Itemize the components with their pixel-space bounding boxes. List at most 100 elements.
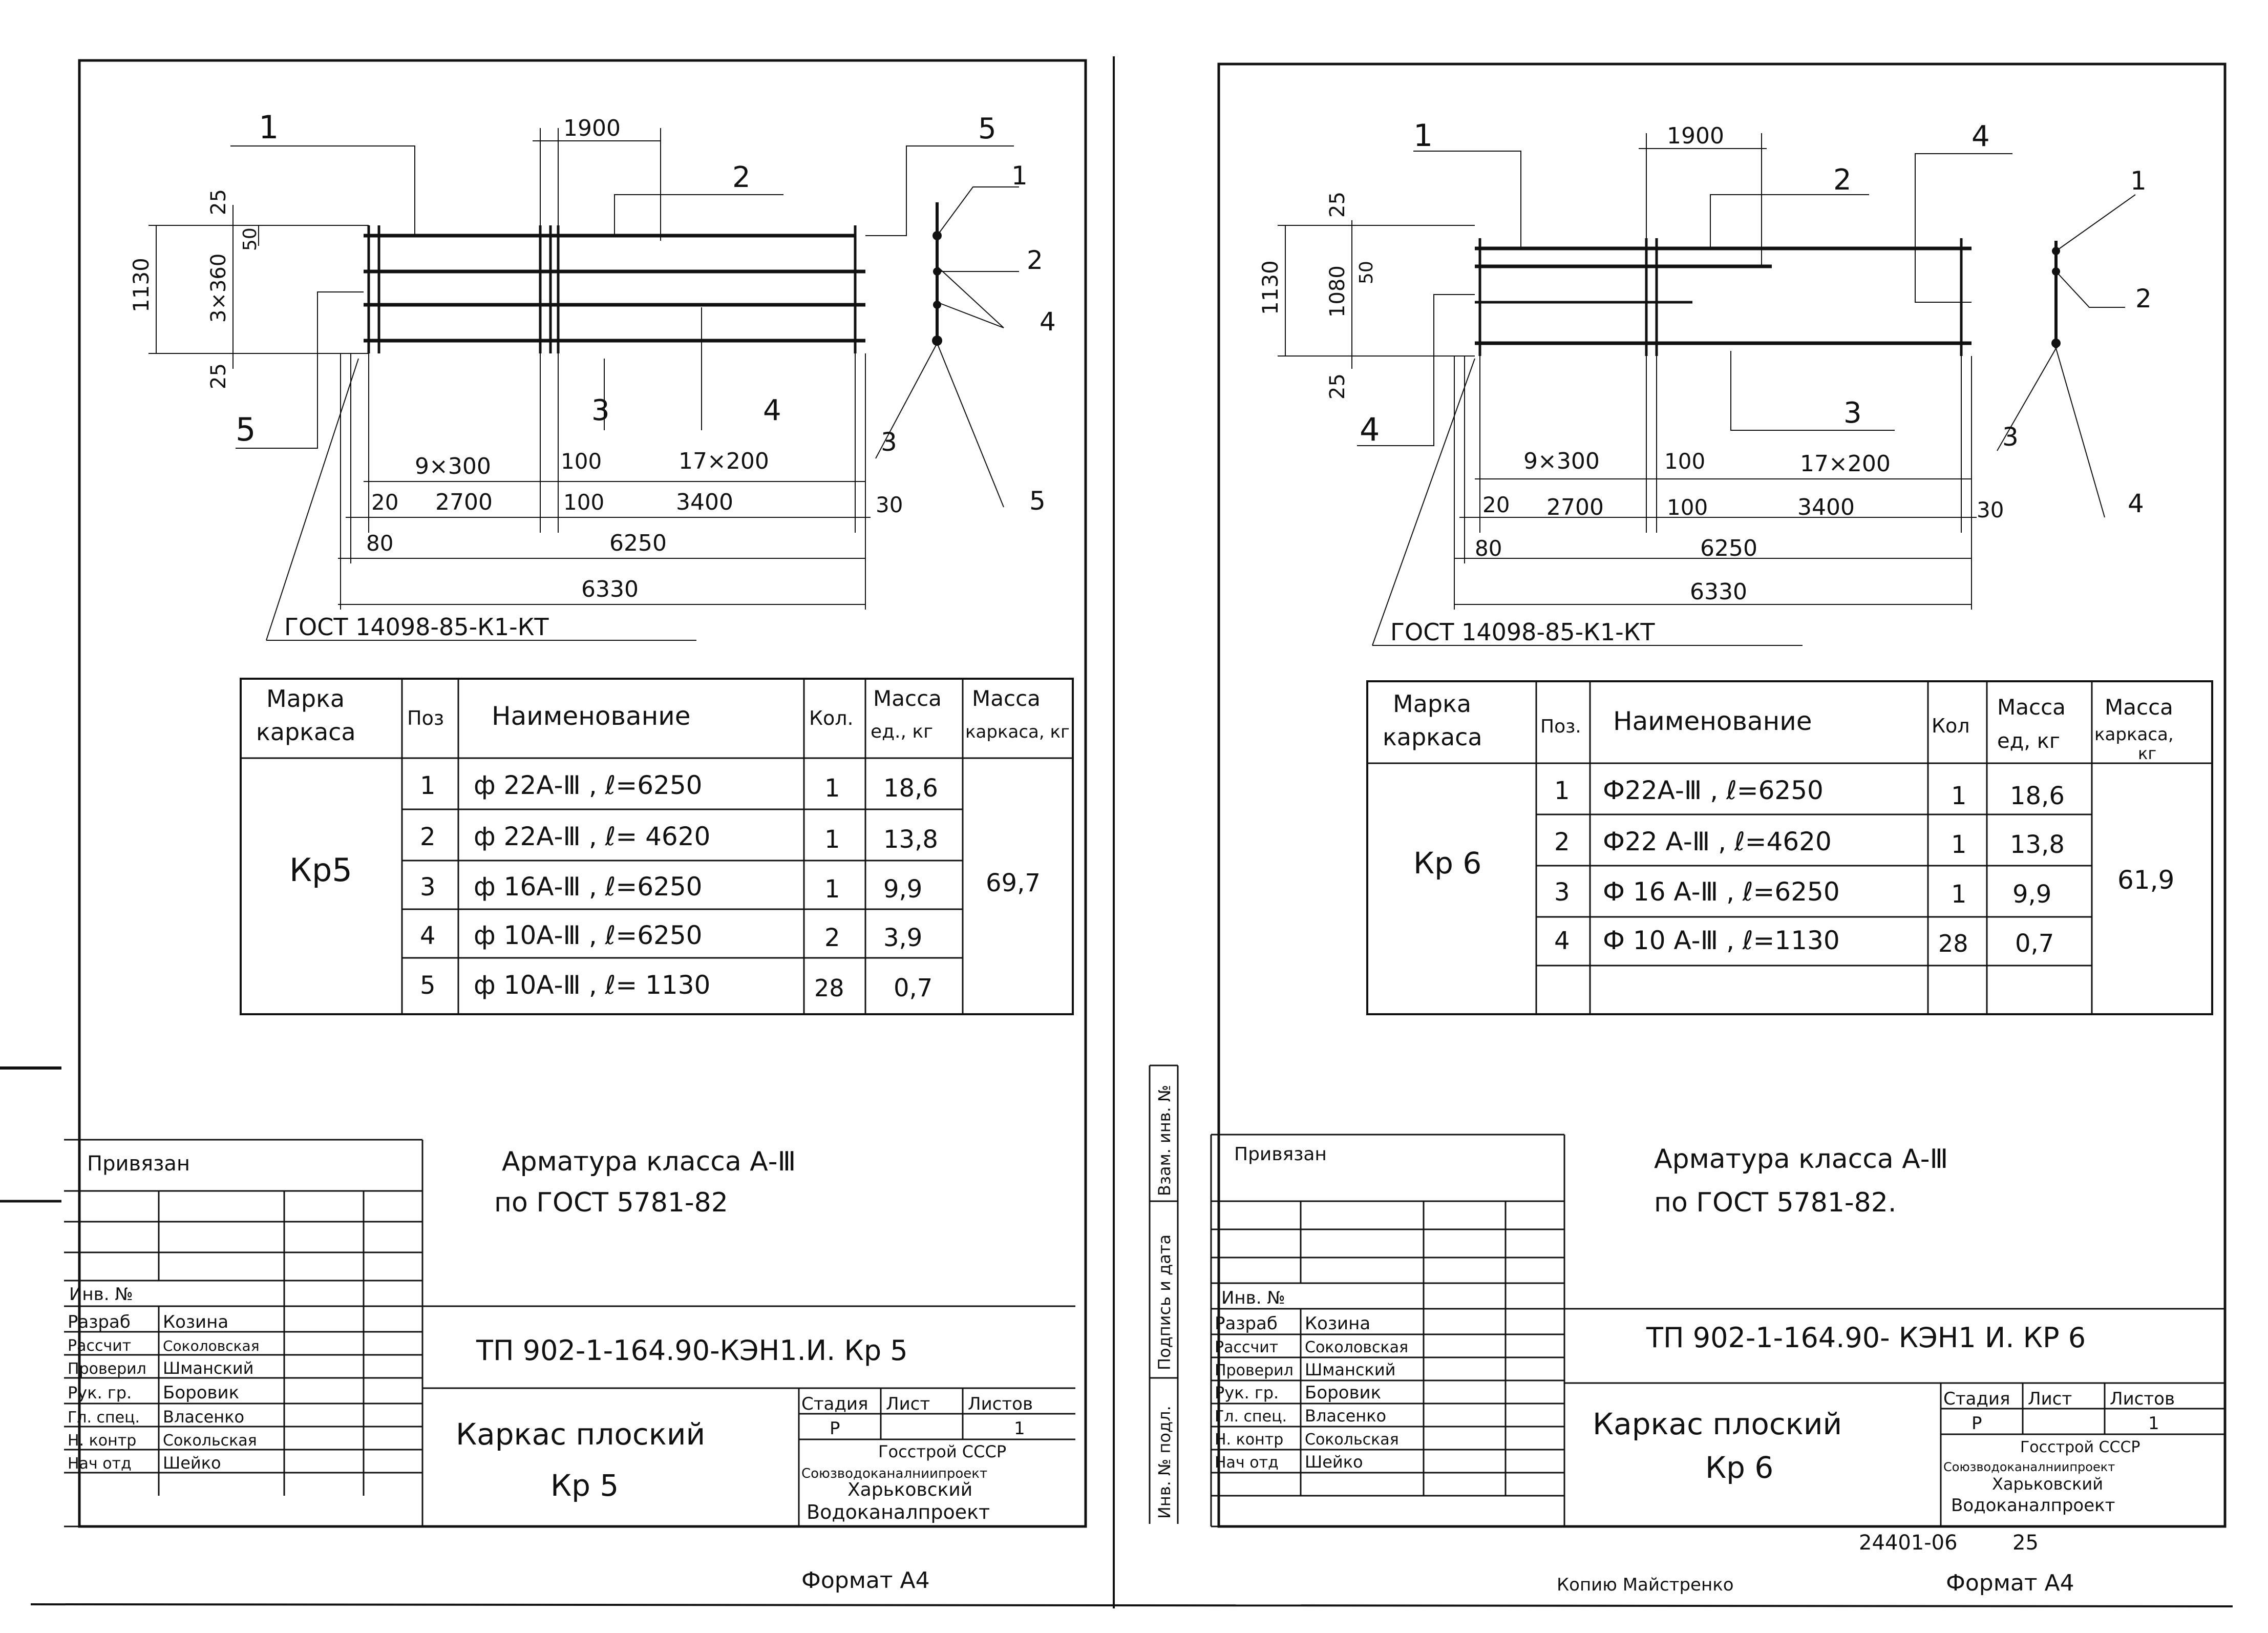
org-line-4: Водоканалпроект bbox=[1951, 1495, 2115, 1516]
dim-20: 20 bbox=[371, 490, 398, 515]
table-row-name: Ф22 А-Ⅲ , ℓ=4620 bbox=[1603, 827, 1832, 856]
dim-3400: 3400 bbox=[1797, 494, 1855, 520]
table-row-name: ф 22А-Ⅲ , ℓ= 4620 bbox=[474, 822, 710, 851]
dim-17x200: 17×200 bbox=[1800, 451, 1891, 477]
section-callout-5: 5 bbox=[1029, 486, 1046, 516]
signer-role: Н. контр bbox=[1215, 1431, 1283, 1449]
signer-role: Проверил bbox=[1215, 1362, 1294, 1379]
right-sheet: 1 4 2 3 4 1 2 3 4 1900 1130 25 1080 50 2… bbox=[1149, 62, 2227, 1596]
signer-role: Гл. спец. bbox=[1215, 1408, 1287, 1426]
table-row-qty: 1 bbox=[1951, 880, 1967, 909]
org-line-1: Госстрой СССР bbox=[878, 1442, 1006, 1461]
table-row-qty: 28 bbox=[814, 974, 844, 1002]
signer-name: Власенко bbox=[163, 1407, 244, 1427]
gost-reference: ГОСТ 14098-85-К1-КТ bbox=[284, 613, 549, 641]
org-line-2: Союзводоканалниипроект bbox=[801, 1466, 987, 1481]
table-mark: Кр5 bbox=[289, 851, 352, 889]
org-line-3: Харьковский bbox=[1992, 1474, 2103, 1494]
sheets-header: Листов bbox=[2110, 1389, 2175, 1409]
table-row-mass: 18,6 bbox=[2010, 782, 2065, 810]
signer-role: Рассчит bbox=[68, 1337, 131, 1355]
table-header-frame-mass-2: каркаса, bbox=[2094, 724, 2174, 745]
dim-100a: 100 bbox=[1664, 449, 1705, 474]
table-row-mass: 0,7 bbox=[894, 974, 932, 1002]
table-row-name: ф 16А-Ⅲ , ℓ=6250 bbox=[474, 872, 702, 902]
table-row-pos: 4 bbox=[420, 922, 436, 950]
doc-title-line-1: Каркас плоский bbox=[456, 1417, 705, 1452]
table-row-name: Ф 10 А-Ⅲ , ℓ=1130 bbox=[1603, 926, 1840, 955]
table-header-unit-mass-1: Масса bbox=[1997, 695, 2066, 720]
table-row-qty: 1 bbox=[1951, 830, 1967, 859]
table-header-pos: Поз. bbox=[1540, 716, 1581, 737]
dim-2700: 2700 bbox=[1546, 494, 1604, 520]
doc-title-line-2: Кр 5 bbox=[550, 1468, 619, 1503]
left-title-block bbox=[64, 1139, 1086, 1527]
sheet-header: Лист bbox=[2028, 1389, 2072, 1409]
inv-label: Инв. № bbox=[69, 1284, 133, 1305]
table-row-pos: 3 bbox=[420, 873, 436, 902]
callout-4-left: 4 bbox=[1360, 411, 1380, 448]
table-mark: Кр 6 bbox=[1413, 846, 1481, 881]
table-row-qty: 1 bbox=[824, 774, 840, 803]
left-frame-drawing bbox=[149, 128, 1019, 641]
inv-label: Инв. № bbox=[1221, 1288, 1285, 1308]
dim-6250: 6250 bbox=[1700, 535, 1757, 561]
callout-1: 1 bbox=[259, 109, 279, 146]
dim-25-bottom: 25 bbox=[1326, 373, 1349, 400]
signer-role: Гл. спец. bbox=[68, 1409, 140, 1427]
signer-role: Н. контр bbox=[68, 1432, 136, 1450]
dim-30: 30 bbox=[1977, 497, 2004, 522]
section-callout-3: 3 bbox=[2002, 422, 2019, 452]
dim-9x300: 9×300 bbox=[1523, 448, 1600, 474]
signer-name: Сокольская bbox=[1305, 1431, 1399, 1449]
org-line-4: Водоканалпроект bbox=[807, 1501, 990, 1523]
org-line-2: Союзводоканалниипроект bbox=[1943, 1460, 2115, 1474]
doc-code: ТП 902-1-164.90- КЭН1 И. КР 6 bbox=[1646, 1322, 2086, 1354]
dim-9x300: 9×300 bbox=[415, 453, 491, 479]
table-header-unit-mass-2: ед, кг bbox=[1997, 729, 2060, 753]
dim-20: 20 bbox=[1482, 492, 1510, 517]
table-header-frame-mass-2: каркаса, кг bbox=[965, 722, 1070, 742]
dim-6330: 6330 bbox=[581, 576, 639, 602]
table-row-pos: 1 bbox=[1554, 777, 1570, 805]
table-total-mass: 61,9 bbox=[2117, 865, 2174, 895]
table-header-unit-mass-1: Масса bbox=[873, 686, 942, 711]
table-row-name: ф 22А-Ⅲ , ℓ=6250 bbox=[474, 770, 702, 800]
stage-header: Стадия bbox=[1943, 1389, 2010, 1409]
signer-role: Нач отд bbox=[68, 1455, 132, 1473]
dim-50: 50 bbox=[240, 227, 261, 251]
table-row-pos: 2 bbox=[420, 823, 436, 851]
side-stamp bbox=[1149, 1064, 1179, 1524]
section-callout-2: 2 bbox=[2135, 284, 2152, 313]
privyazan-label: Привязан bbox=[1234, 1144, 1327, 1165]
table-header-mark-2: каркаса bbox=[256, 718, 356, 746]
stamp-signature-date: Подпись и дата bbox=[1155, 1234, 1174, 1370]
right-title-block bbox=[1210, 1134, 2225, 1527]
table-header-mark-1: Марка bbox=[266, 685, 345, 713]
table-row-pos: 3 bbox=[1554, 878, 1570, 907]
format-label: Формат А4 bbox=[1946, 1570, 2074, 1596]
callout-5-top: 5 bbox=[978, 112, 997, 145]
callout-4-top: 4 bbox=[1972, 120, 1990, 153]
signer-role: Проверил bbox=[68, 1360, 146, 1378]
doc-title-line-1: Каркас плоский bbox=[1593, 1407, 1842, 1441]
signer-name: Козина bbox=[1305, 1313, 1370, 1334]
table-row-name: Ф 16 А-Ⅲ , ℓ=6250 bbox=[1603, 877, 1840, 907]
dim-1080: 1080 bbox=[1326, 265, 1349, 318]
table-row-qty: 28 bbox=[1938, 930, 1968, 957]
callout-4: 4 bbox=[763, 394, 781, 427]
table-header-name: Наименование bbox=[1613, 706, 1812, 736]
callout-2: 2 bbox=[732, 161, 751, 194]
section-callout-4: 4 bbox=[1040, 307, 1056, 337]
gost-reference: ГОСТ 14098-85-К1-КТ bbox=[1390, 618, 1655, 646]
dim-50: 50 bbox=[1356, 261, 1377, 284]
table-row-qty: 1 bbox=[824, 875, 840, 904]
stage-value: Р bbox=[830, 1418, 840, 1439]
signer-role: Разраб bbox=[1215, 1313, 1278, 1334]
signer-role: Нач отд bbox=[1215, 1454, 1279, 1472]
org-line-1: Госстрой СССР bbox=[2020, 1438, 2140, 1456]
callout-5-left: 5 bbox=[236, 411, 256, 448]
table-row-pos: 5 bbox=[420, 971, 436, 1000]
signer-name: Шманский bbox=[163, 1358, 253, 1378]
table-row-mass: 0,7 bbox=[2015, 929, 2054, 958]
